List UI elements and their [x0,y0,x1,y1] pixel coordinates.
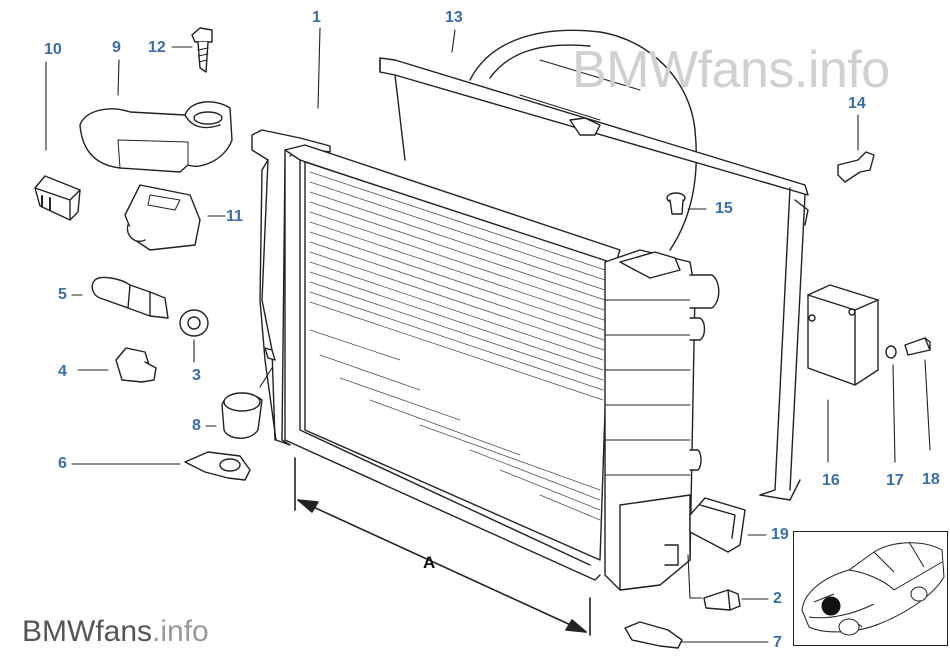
part-16-box [807,284,879,386]
location-marker-icon [821,596,841,616]
callout-8: 8 [192,417,201,434]
fan-shroud [379,29,809,501]
callout-16: 16 [822,472,840,489]
radiator [251,129,720,591]
callout-5: 5 [58,286,67,303]
callout-10: 10 [44,41,62,58]
watermark-bottom: BMWfans.info [22,615,209,649]
callout-18: 18 [922,471,940,488]
part-19-bracket [689,497,746,553]
leader-lines [45,27,931,643]
dimension-label-a: A [423,553,436,572]
part-10-cap [34,175,81,221]
part-8-mount [221,392,263,439]
part-7-clip [624,621,683,649]
watermark-bottom-suffix: .info [152,615,209,648]
callout-6: 6 [58,455,67,472]
part-9-hose [79,101,233,173]
part-18-bolt [904,337,931,356]
part-3-washer [179,309,209,337]
callout-13: 13 [445,9,463,26]
watermark-bottom-prefix: BMWfans [22,615,153,648]
part-17-washer [885,345,897,359]
part-14-rivet [837,151,875,183]
callout-15: 15 [715,200,733,217]
part-15-plug [666,192,686,215]
callout-19: 19 [771,526,789,543]
callout-3: 3 [192,367,201,384]
dimension-a [294,457,591,636]
part-12-screw [191,27,213,73]
callout-2: 2 [773,590,782,607]
callout-7: 7 [773,634,782,651]
callout-11: 11 [226,208,243,225]
part-6-clip [184,451,251,481]
part-2-bolt [703,589,741,611]
callout-12: 12 [148,39,166,56]
part-5-sensor [91,276,169,319]
part-4-plug [115,347,157,383]
vehicle-locator-inset [793,531,948,646]
callout-1: 1 [312,9,321,26]
callout-9: 9 [112,39,121,56]
callout-14: 14 [848,95,866,112]
car-outline-icon [801,541,945,636]
part-11-bracket [124,184,201,251]
watermark-top: BMWfans.info [572,41,890,99]
callout-17: 17 [886,472,904,489]
callout-4: 4 [58,363,67,380]
